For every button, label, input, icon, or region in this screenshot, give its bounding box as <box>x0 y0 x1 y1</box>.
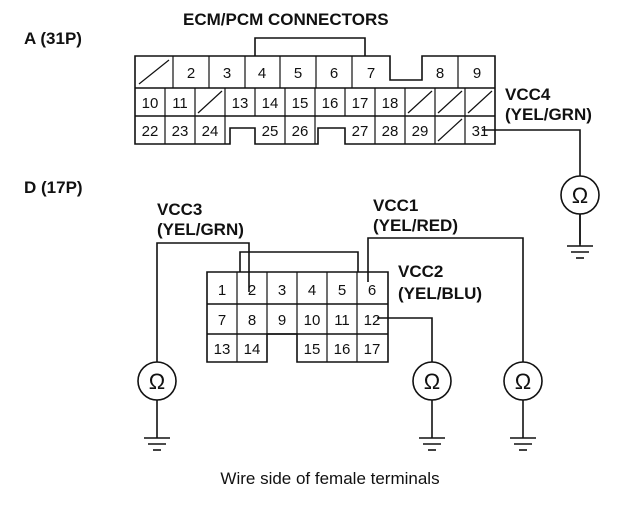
d-pin: 8 <box>248 312 256 329</box>
a-pin: 9 <box>473 65 481 82</box>
a-pin: 16 <box>322 95 339 112</box>
d-pin: 2 <box>248 282 256 299</box>
a-pin: 18 <box>382 95 399 112</box>
vcc1-probe-wire <box>367 237 524 362</box>
d-pin: 13 <box>214 341 231 358</box>
a-pin: 14 <box>262 95 279 112</box>
a-pin: 8 <box>436 65 444 82</box>
d-pin: 14 <box>244 341 261 358</box>
connector-d <box>206 251 389 363</box>
ohm-symbol: Ω <box>149 369 165 394</box>
d-pin: 1 <box>218 282 226 299</box>
vcc4-probe-wire <box>482 129 581 176</box>
d-pin: 16 <box>334 341 351 358</box>
a-pin: 10 <box>142 95 159 112</box>
vcc2-probe-wire <box>377 317 433 362</box>
a-pin: 13 <box>232 95 249 112</box>
ohm-symbol: Ω <box>572 183 588 208</box>
d-pin: 17 <box>364 341 381 358</box>
d-pin: 15 <box>304 341 321 358</box>
connector-a-label: A (31P) <box>24 29 82 48</box>
d-pin: 10 <box>304 312 321 329</box>
a-pin: 5 <box>294 65 302 82</box>
ground-icon <box>510 400 536 451</box>
vcc4-label: VCC4 <box>505 85 551 104</box>
d-pin: 6 <box>368 282 376 299</box>
a-pin: 2 <box>187 65 195 82</box>
connector-d-label: D (17P) <box>24 178 83 197</box>
ground-icon <box>419 400 445 451</box>
a-pin: 7 <box>367 65 375 82</box>
ohmmeter-icon: Ω <box>412 361 452 401</box>
vcc2-wire-color: (YEL/BLU) <box>398 284 482 303</box>
d-pin: 4 <box>308 282 316 299</box>
a-pin: 15 <box>292 95 309 112</box>
ohmmeter-icon: Ω <box>560 175 600 215</box>
vcc3-label: VCC3 <box>157 200 202 219</box>
a-pin: 4 <box>258 65 266 82</box>
a-pin: 3 <box>223 65 231 82</box>
a-pin: 26 <box>292 123 309 140</box>
a-pin: 17 <box>352 95 369 112</box>
connector-a-pins: 2 3 4 5 6 7 8 9 10 11 13 14 15 16 17 18 … <box>142 65 489 140</box>
d-pin: 11 <box>334 312 350 329</box>
ohmmeter-icon: Ω <box>137 361 177 401</box>
a-pin: 27 <box>352 123 369 140</box>
connector-d-pins: 1 2 3 4 5 6 7 8 9 10 11 12 13 14 15 16 1… <box>214 282 381 358</box>
ground-icon <box>144 400 170 451</box>
d-pin: 5 <box>338 282 346 299</box>
vcc3-probe-wire <box>156 242 250 362</box>
d-pin: 9 <box>278 312 286 329</box>
a-pin: 6 <box>330 65 338 82</box>
connector-a <box>134 37 496 145</box>
a-pin: 22 <box>142 123 159 140</box>
diagram-title: ECM/PCM CONNECTORS <box>183 10 389 29</box>
a-pin: 31 <box>472 123 489 140</box>
vcc1-wire-color: (YEL/RED) <box>373 216 458 235</box>
ohmmeter-icon: Ω <box>503 361 543 401</box>
vcc3-wire-color: (YEL/GRN) <box>157 220 244 239</box>
d-pin: 12 <box>364 312 381 329</box>
d-pin: 7 <box>218 312 226 329</box>
a-pin: 23 <box>172 123 189 140</box>
d-pin: 3 <box>278 282 286 299</box>
ground-icon <box>567 214 593 259</box>
vcc4-wire-color: (YEL/GRN) <box>505 105 592 124</box>
a-pin: 29 <box>412 123 429 140</box>
diagram-caption: Wire side of female terminals <box>220 469 439 488</box>
a-pin: 25 <box>262 123 279 140</box>
a-pin: 11 <box>172 95 188 112</box>
vcc2-label: VCC2 <box>398 262 443 281</box>
vcc1-label: VCC1 <box>373 196 418 215</box>
a-pin: 24 <box>202 123 219 140</box>
ohm-symbol: Ω <box>515 369 531 394</box>
a-pin: 28 <box>382 123 399 140</box>
ohm-symbol: Ω <box>424 369 440 394</box>
